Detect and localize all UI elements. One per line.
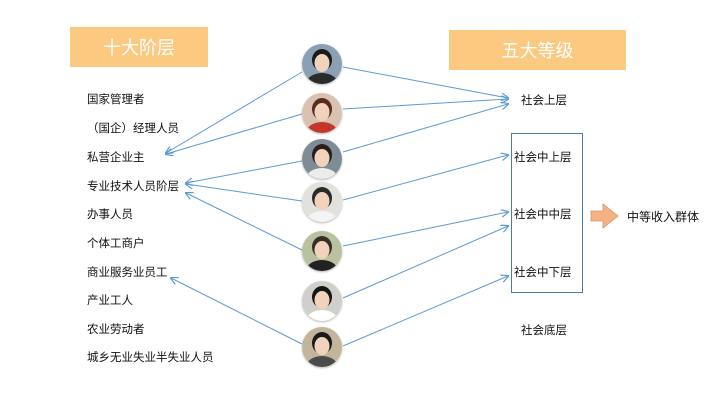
level-middle-middle: 社会中中层 (514, 207, 572, 221)
portrait-1-avatar (302, 44, 342, 84)
level-bottom: 社会底层 (521, 323, 567, 337)
right-header: 五大等级 (449, 30, 626, 70)
portrait-photo (302, 93, 342, 133)
arrow-a4-to-stratum-4 (186, 184, 303, 202)
stratum-label: 国家管理者 (87, 92, 145, 106)
arrow-a6-to-middle-middle (342, 226, 508, 299)
arrow-a3-to-stratum-4 (186, 160, 303, 183)
level-upper-middle: 社会中上层 (514, 150, 572, 164)
stratum-label: 产业工人 (87, 293, 133, 307)
stratum-label: 个体工商户 (87, 236, 145, 250)
portrait-5-avatar (302, 231, 342, 271)
arrow-a4-to-upper-middle (342, 155, 508, 201)
portrait-photo (302, 44, 342, 84)
portrait-photo (302, 281, 342, 321)
stratum-label: 办事人员 (87, 207, 133, 221)
level-lower-middle: 社会中下层 (514, 265, 572, 279)
stratum-label: 专业技术人员阶层 (87, 179, 179, 193)
portrait-photo (302, 231, 342, 271)
portrait-3-avatar (302, 139, 342, 179)
arrow-a1-to-upper (342, 66, 508, 98)
arrow-a1-to-stratum-3 (166, 71, 303, 153)
portrait-2-avatar (302, 93, 342, 133)
stratum-label: 商业服务业员工 (87, 265, 168, 279)
level-upper: 社会上层 (521, 93, 567, 107)
arrow-a7-to-stratum-7 (171, 278, 303, 345)
arrow-a2-to-upper (342, 99, 508, 110)
stratum-label: 城乡无业失业半失业人员 (87, 350, 214, 364)
arrow-a7-to-lower-middle (342, 276, 508, 347)
portrait-6-avatar (302, 281, 342, 321)
stratum-label: 农业劳动者 (87, 322, 145, 336)
result-block-arrow (590, 203, 619, 229)
stratum-label: （国企）经理人员 (87, 121, 179, 135)
portrait-4-avatar (302, 182, 342, 222)
portrait-7-avatar (302, 327, 342, 367)
arrow-a3-to-upper (342, 104, 508, 153)
arrow-a5-to-stratum-4 (186, 193, 303, 251)
stratum-label: 私营企业主 (87, 150, 145, 164)
arrow-a5-to-middle-middle (342, 212, 508, 247)
portrait-photo (302, 327, 342, 367)
left-header: 十大阶层 (70, 27, 208, 67)
portrait-photo (302, 182, 342, 222)
arrow-a2-to-stratum-3 (166, 113, 303, 154)
result-label: 中等收入群体 (627, 210, 700, 224)
portrait-photo (302, 139, 342, 179)
middle-income-bracket-box (511, 133, 583, 293)
